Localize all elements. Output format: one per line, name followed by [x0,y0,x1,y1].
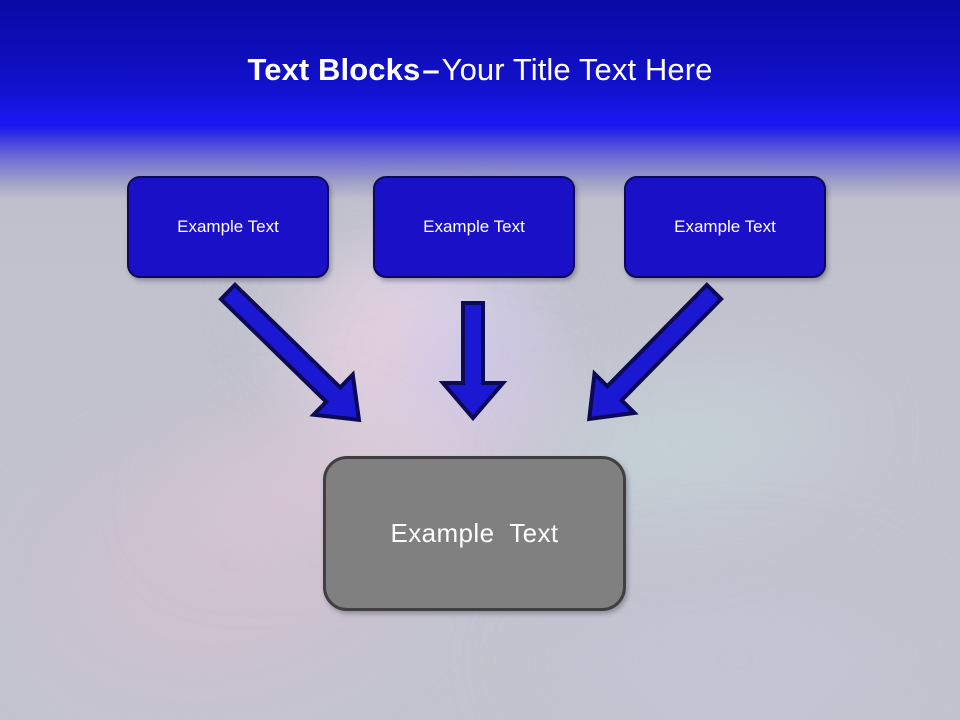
slide-title-separator: – [422,52,440,87]
text-block-2[interactable]: Example Text [373,176,575,278]
text-block-1-label: Example Text [177,217,279,236]
result-text-block[interactable]: Example Text [323,456,626,611]
text-block-3-label: Example Text [674,217,776,236]
text-block-1[interactable]: Example Text [127,176,329,278]
slide-title-bold: Text Blocks [247,52,421,87]
result-text-block-label: Example Text [390,518,559,548]
slide-title: Text Blocks–Your Title Text Here [0,50,960,90]
slide-title-rest: Your Title Text Here [441,52,713,87]
text-block-3[interactable]: Example Text [624,176,826,278]
text-block-2-label: Example Text [423,217,525,236]
